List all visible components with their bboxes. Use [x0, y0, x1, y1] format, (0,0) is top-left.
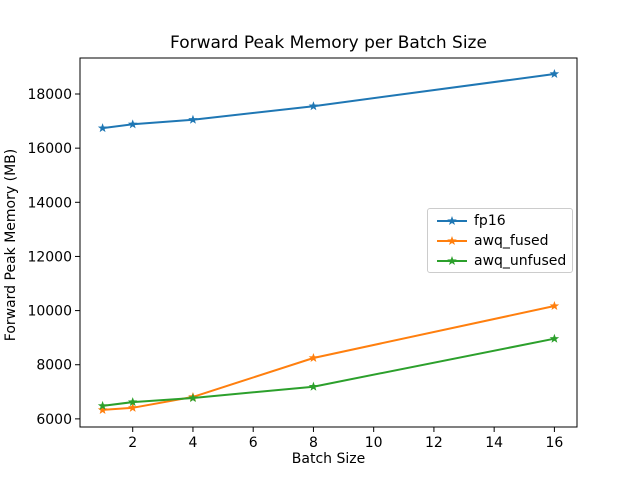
svg-text:4: 4	[188, 435, 197, 451]
svg-text:12: 12	[425, 435, 443, 451]
svg-text:16: 16	[545, 435, 563, 451]
legend-entry-awq-fused: awq_fused	[436, 231, 564, 251]
legend-entry-fp16: fp16	[436, 211, 564, 231]
svg-text:6000: 6000	[36, 412, 72, 428]
legend-label-fp16: fp16	[474, 213, 506, 229]
svg-text:8000: 8000	[36, 358, 72, 374]
svg-text:18000: 18000	[27, 87, 72, 103]
line-star-marker-icon	[437, 216, 467, 226]
line-star-marker-icon	[437, 256, 467, 266]
legend-label-awq-unfused: awq_unfused	[474, 253, 567, 269]
svg-text:12000: 12000	[27, 249, 72, 265]
svg-text:14: 14	[485, 435, 503, 451]
legend: fp16 awq_fused awq_unfused	[427, 208, 573, 273]
svg-text:14000: 14000	[27, 195, 72, 211]
line-star-marker-icon	[437, 236, 467, 246]
svg-text:2: 2	[128, 435, 137, 451]
svg-text:10: 10	[365, 435, 383, 451]
legend-label-awq-fused: awq_fused	[474, 233, 549, 249]
x-axis-label: Batch Size	[291, 451, 366, 467]
chart-title: Forward Peak Memory per Batch Size	[170, 33, 487, 53]
svg-text:8: 8	[309, 435, 318, 451]
legend-entry-awq-unfused: awq_unfused	[436, 251, 567, 271]
svg-text:16000: 16000	[27, 141, 72, 157]
svg-text:10000: 10000	[27, 304, 72, 320]
svg-text:6: 6	[249, 435, 258, 451]
